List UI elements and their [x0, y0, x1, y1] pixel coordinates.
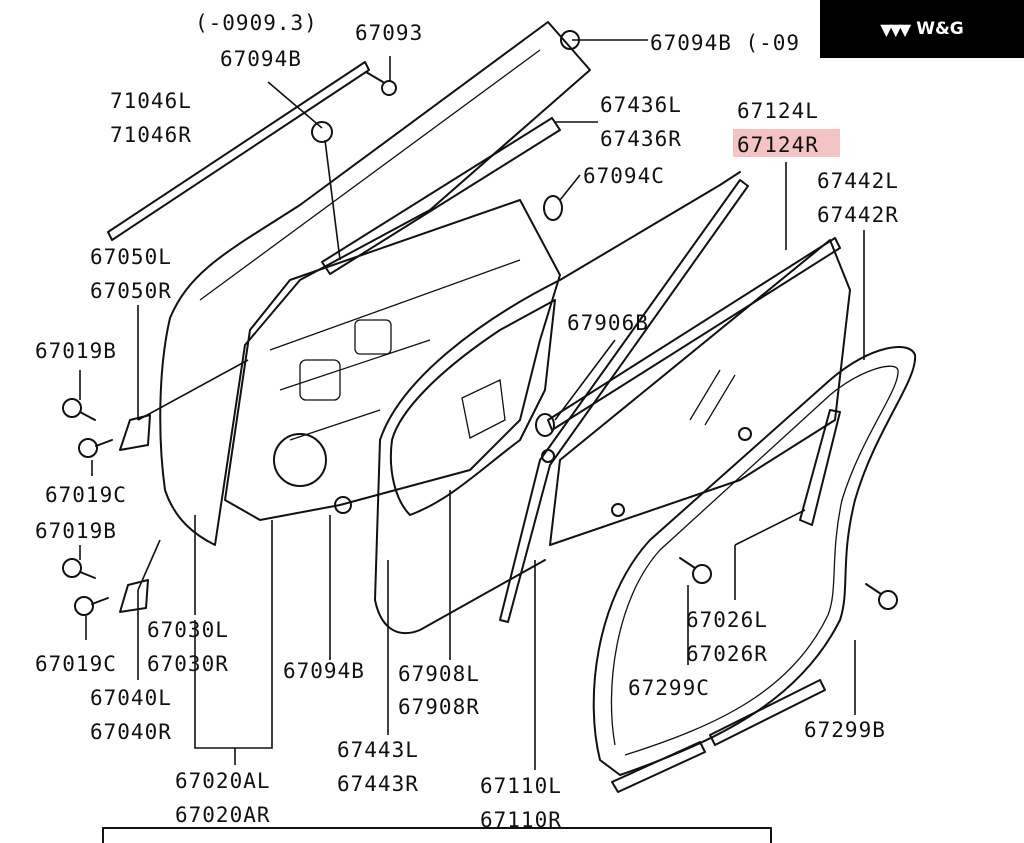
- bolt-67093: [365, 71, 397, 96]
- label-67443r: 67443R: [337, 772, 419, 796]
- bolt-67019c-lower: [74, 596, 109, 616]
- door-inner-detail: [269, 259, 521, 441]
- label-71046r: 71046R: [110, 123, 192, 147]
- glass-mount: [738, 427, 752, 441]
- label-67030l: 67030L: [147, 618, 229, 642]
- label-67908r: 67908R: [398, 695, 480, 719]
- glass-channel-frame: [499, 179, 749, 623]
- label-67436r: 67436R: [600, 127, 682, 151]
- clip-67094c: [543, 195, 563, 221]
- door-weatherstrip-inner: [610, 365, 899, 756]
- lower-run-segment: [611, 741, 706, 793]
- label-71046l: 71046L: [110, 89, 192, 113]
- label-67094c: 67094C: [583, 164, 665, 188]
- hinge-lower: [119, 579, 149, 613]
- belt-moulding: [107, 61, 370, 241]
- brand-badge: ▼▼▼ W&G: [820, 0, 1024, 58]
- label-67299c: 67299C: [628, 676, 710, 700]
- label-67040r: 67040R: [90, 720, 172, 744]
- glass-mount: [541, 449, 555, 463]
- door-trim: [389, 299, 556, 516]
- label-67094b-right: 67094B (-09: [650, 31, 800, 55]
- label-67019b-1: 67019B: [35, 339, 117, 363]
- label-67019b-2: 67019B: [35, 519, 117, 543]
- label-67436l: 67436L: [600, 93, 682, 117]
- label-67040l: 67040L: [90, 686, 172, 710]
- panel-cutout: [299, 359, 341, 401]
- opening-weatherstrip: [374, 171, 741, 635]
- label-67093: 67093: [355, 21, 423, 45]
- lower-run-segment: [709, 679, 826, 746]
- door-shell-inner-line: [199, 49, 541, 301]
- glass-run-channel: [547, 237, 841, 431]
- label-67020al: 67020AL: [175, 769, 271, 793]
- label-67124r: 67124R: [737, 133, 819, 157]
- label-67050l: 67050L: [90, 245, 172, 269]
- trim-handle-recess: [461, 379, 506, 439]
- label-67110l: 67110L: [480, 774, 562, 798]
- label-67442l: 67442L: [817, 169, 899, 193]
- bolt-67299b: [865, 583, 898, 610]
- label-67299b: 67299B: [804, 718, 886, 742]
- label-67030r: 67030R: [147, 652, 229, 676]
- label-67908l: 67908L: [398, 662, 480, 686]
- regulator-rail: [799, 409, 841, 526]
- label-67110r: 67110R: [480, 808, 562, 832]
- brand-text: W&G: [916, 19, 964, 39]
- speaker-opening: [273, 433, 327, 487]
- label-67442r: 67442R: [817, 203, 899, 227]
- label-67026r: 67026R: [686, 642, 768, 666]
- grommet: [334, 496, 352, 514]
- leader-lines: [79, 39, 865, 770]
- label-67019c-2: 67019C: [35, 652, 117, 676]
- hinge-upper: [119, 414, 151, 451]
- label-67124l: 67124L: [737, 99, 819, 123]
- highlight-67124r: [733, 129, 840, 157]
- bolt-67019b-lower: [62, 558, 96, 579]
- label-67094b-top: 67094B: [220, 47, 302, 71]
- grommet: [311, 121, 333, 143]
- bottom-frame: [102, 827, 772, 843]
- label-67020ar: 67020AR: [175, 803, 271, 827]
- door-shell: [159, 21, 591, 546]
- label-67019c-1: 67019C: [45, 483, 127, 507]
- label-67094b-bottom: 67094B: [283, 659, 365, 683]
- label-67050r: 67050R: [90, 279, 172, 303]
- door-inner-panel: [224, 199, 561, 521]
- inner-weatherstrip: [321, 117, 561, 275]
- panel-cutout: [354, 319, 392, 355]
- label-67906b: 67906B: [567, 311, 649, 335]
- bolt-67299c: [679, 557, 712, 584]
- glass-mount: [611, 503, 625, 517]
- bolt-67019b-upper: [62, 398, 96, 421]
- glass-reflection: [689, 369, 736, 426]
- wg-logo-icon: ▼▼▼: [880, 19, 911, 39]
- clip-67906b: [535, 413, 555, 437]
- label-67026l: 67026L: [686, 608, 768, 632]
- label-67443l: 67443L: [337, 738, 419, 762]
- label-0909: (-0909.3): [195, 11, 318, 35]
- door-weatherstrip: [592, 346, 917, 776]
- bolt-67019c-upper: [78, 438, 113, 458]
